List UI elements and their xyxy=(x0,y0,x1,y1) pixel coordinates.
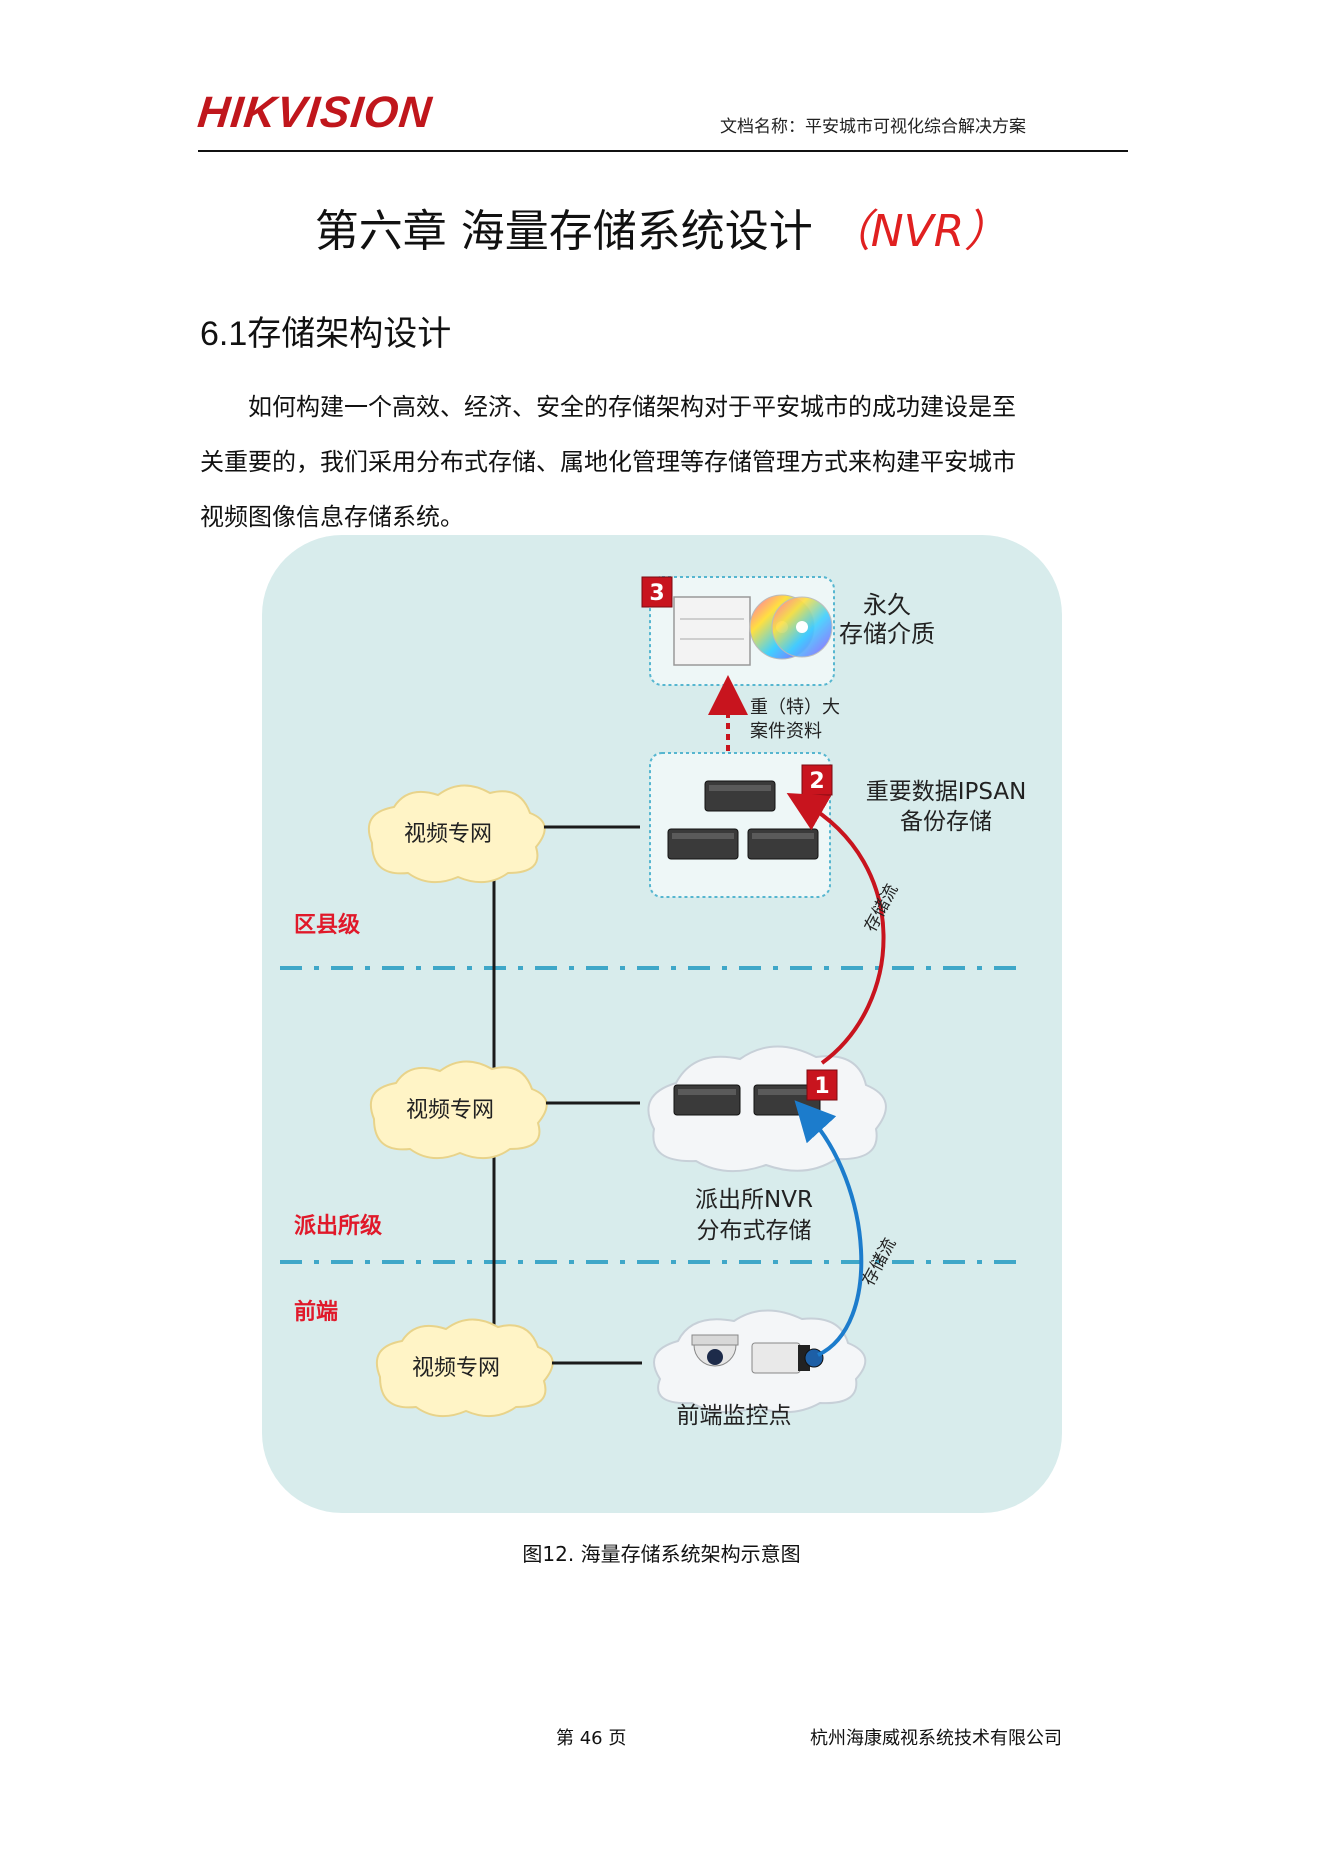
dome-camera-icon xyxy=(691,1334,739,1367)
badge-2 xyxy=(801,764,833,796)
ipsan-label: 备份存储 xyxy=(900,809,992,835)
section-number: 6.1 xyxy=(200,315,248,353)
network-label: 视频专网 xyxy=(412,1356,500,1381)
server-icon xyxy=(673,1084,741,1116)
frontend-label: 前端监控点 xyxy=(677,1403,792,1429)
chapter-title: 第六章 海量存储系统设计 （NVR） xyxy=(0,195,1323,259)
figure-caption: 图12. 海量存储系统架构示意图 xyxy=(0,1538,1323,1567)
permanent-storage-label: 存储介质 xyxy=(839,620,935,648)
badge-1 xyxy=(806,1069,838,1101)
network-label: 视频专网 xyxy=(406,1098,494,1123)
level-label-station: 派出所级 xyxy=(294,1213,382,1239)
permanent-storage-label: 永久 xyxy=(863,591,911,619)
server-icon xyxy=(747,828,819,860)
ipsan-label: 重要数据IPSAN xyxy=(866,779,1027,805)
badge-1-number: 1 xyxy=(814,1074,829,1099)
tape-library-icon xyxy=(673,596,751,666)
hikvision-logo: HIKVISION xyxy=(195,88,435,137)
case-data-label: 重（特）大 xyxy=(750,697,840,718)
badge-3 xyxy=(641,576,673,608)
storage-flow-arrow-blue xyxy=(794,1100,864,1357)
permanent-storage-node: 3 xyxy=(641,576,835,686)
badge-2-number: 2 xyxy=(809,769,824,794)
header-divider xyxy=(198,150,1128,152)
ipsan-storage-node: 2 xyxy=(649,752,833,898)
page-number: 第 46 页 xyxy=(556,1728,627,1749)
company-name: 杭州海康威视系统技术有限公司 xyxy=(810,1728,1062,1749)
badge-3-number: 3 xyxy=(649,581,664,606)
section-heading: 6.1存储架构设计 xyxy=(200,306,451,355)
network-label: 视频专网 xyxy=(404,822,492,847)
figure-caption-text: 海量存储系统架构示意图 xyxy=(580,1542,801,1566)
level-label-district: 区县级 xyxy=(294,912,360,938)
frontend-node xyxy=(653,1309,867,1414)
storage-flow-arrow-red xyxy=(786,793,886,1065)
network-cloud-frontend: 视频专网 xyxy=(375,1318,554,1418)
nvr-label: 派出所NVR xyxy=(695,1187,813,1213)
level-label-frontend: 前端 xyxy=(294,1299,338,1325)
document-name-label: 文档名称：平安城市可视化综合解决方案 xyxy=(720,117,1026,137)
section-title-text: 存储架构设计 xyxy=(247,314,452,354)
paragraph-line: 视频图像信息存储系统。 xyxy=(200,503,464,531)
paragraph-line: 如何构建一个高效、经济、安全的存储架构对于平安城市的成功建设是至 xyxy=(248,393,1016,421)
storage-architecture-diagram: 区县级 派出所级 前端 视频专网 视频专网 视频专网 3 永久 存储介质 重（特… xyxy=(262,535,1062,1513)
case-data-label: 案件资料 xyxy=(750,721,822,742)
nvr-label: 分布式存储 xyxy=(697,1218,812,1244)
network-cloud-station: 视频专网 xyxy=(369,1060,548,1160)
network-cloud-district: 视频专网 xyxy=(367,784,546,884)
chapter-title-suffix: （NVR） xyxy=(826,206,1009,257)
paragraph-line: 关重要的，我们采用分布式存储、属地化管理等存储管理方式来构建平安城市 xyxy=(200,448,1016,476)
server-icon xyxy=(667,828,739,860)
figure-number: 图12. xyxy=(522,1542,575,1566)
body-paragraph: 如何构建一个高效、经济、安全的存储架构对于平安城市的成功建设是至 关重要的，我们… xyxy=(200,380,1130,545)
server-icon xyxy=(704,780,776,812)
chapter-title-text: 第六章 海量存储系统设计 xyxy=(314,206,813,257)
